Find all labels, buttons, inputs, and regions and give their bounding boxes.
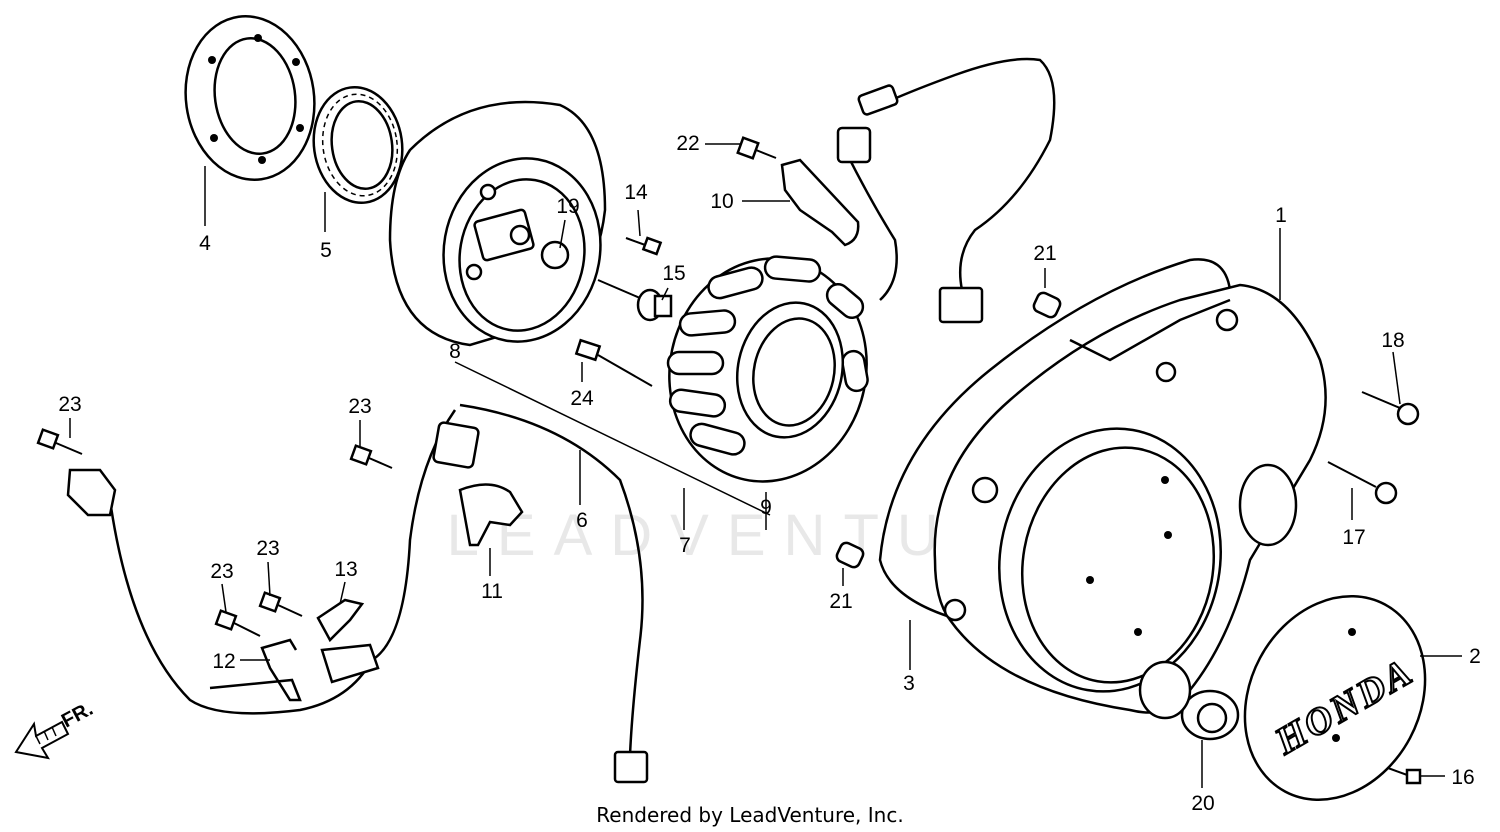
part-24-bolt <box>574 338 653 387</box>
part-9-stator <box>666 255 869 483</box>
cover-boss <box>1138 660 1192 720</box>
part-18-bolt <box>1361 391 1420 426</box>
callout-3: 3 <box>903 672 915 695</box>
callout-23-1: 23 <box>58 393 81 416</box>
callout-9: 9 <box>760 496 772 519</box>
callout-23-4: 23 <box>210 560 233 583</box>
part-10-clamp <box>780 57 1056 324</box>
part-20-oil-seal <box>1180 689 1240 741</box>
part-23-bolt-3 <box>258 591 303 617</box>
callout-14: 14 <box>624 181 648 204</box>
front-direction-arrow: FR. <box>14 698 97 760</box>
part-23-bolt-2 <box>349 444 393 469</box>
part-2-cover-plate: HONDA <box>1243 595 1427 801</box>
callout-15: 15 <box>662 262 685 285</box>
callout-8: 8 <box>449 340 461 363</box>
callout-11: 11 <box>481 580 503 603</box>
callout-10: 10 <box>710 190 733 213</box>
part-4-gasket <box>184 15 316 181</box>
part-14-bolt <box>625 236 663 256</box>
callout-4: 4 <box>199 232 211 255</box>
callout-2: 2 <box>1469 645 1481 668</box>
callout-21-lower: 21 <box>829 590 852 613</box>
callout-5: 5 <box>320 239 332 262</box>
part-8-flywheel <box>388 100 607 347</box>
part-17-bolt <box>1327 461 1398 505</box>
callout-1: 1 <box>1275 204 1287 227</box>
callout-numbers: 1 2 3 4 5 6 7 8 9 10 11 12 13 14 15 16 1… <box>58 132 1481 815</box>
part-21-dowel-pin-lower <box>835 541 865 569</box>
callout-12: 12 <box>212 650 235 673</box>
part-21-dowel-pin-upper <box>1032 291 1062 319</box>
part-23-bolt-1 <box>36 428 83 455</box>
callout-16: 16 <box>1451 766 1474 789</box>
callout-22: 22 <box>676 132 699 155</box>
leader-lines <box>69 143 1462 788</box>
part-16-screw <box>1387 767 1422 785</box>
part-23-bolt-4 <box>214 609 261 637</box>
part-5-starter-clutch <box>312 85 404 205</box>
callout-19: 19 <box>556 195 579 218</box>
callout-23-3: 23 <box>256 537 279 560</box>
callout-23-2: 23 <box>348 395 371 418</box>
part-6-harness <box>66 403 649 784</box>
part-1-crankcase-cover <box>933 283 1327 714</box>
callout-17: 17 <box>1342 526 1365 549</box>
part-22-bolt <box>736 136 777 160</box>
part-13-pulse-generator <box>316 598 380 684</box>
part-12-clamp <box>209 638 302 702</box>
part-15-bolt <box>597 279 673 322</box>
callout-18: 18 <box>1381 329 1404 352</box>
callout-24: 24 <box>570 387 594 410</box>
callout-13: 13 <box>334 558 357 581</box>
callout-21-upper: 21 <box>1033 242 1056 265</box>
callout-20: 20 <box>1191 792 1214 815</box>
credit-text: Rendered by LeadVenture, Inc. <box>596 803 903 827</box>
part-11-grommet <box>458 483 524 547</box>
callout-6: 6 <box>576 509 588 532</box>
callout-7: 7 <box>679 534 691 557</box>
